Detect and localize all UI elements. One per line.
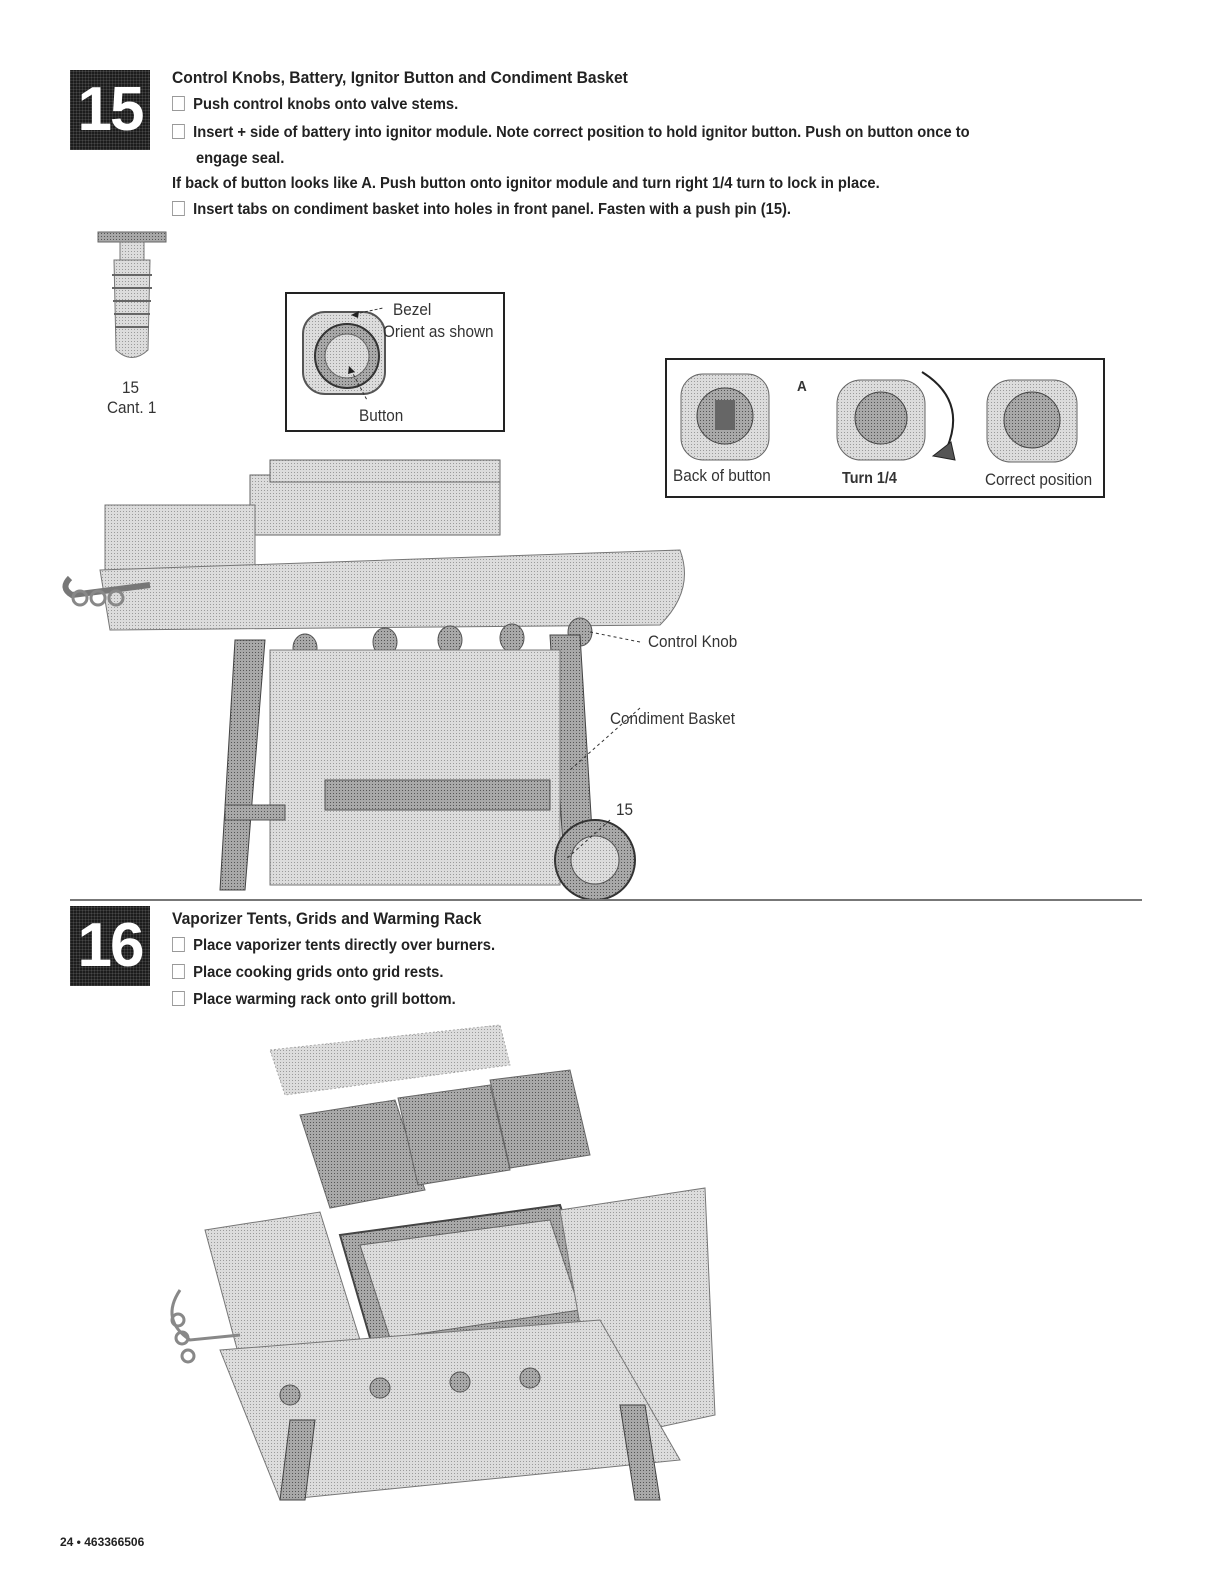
cooking-grid [299, 1099, 426, 1209]
back-of-button-label: Back of button [673, 466, 771, 485]
button-inset: A Back of button Turn 1/4 Correct positi… [665, 358, 1105, 498]
checkbox-icon[interactable] [172, 964, 185, 979]
turn-label: Turn 1/4 [842, 470, 897, 487]
step-15-instruction-2: Insert + side of battery into ignitor mo… [172, 124, 970, 142]
grill-front-illustration [62, 459, 685, 901]
bezel-label: Bezel [393, 300, 432, 319]
step-15-title: Control Knobs, Battery, Ignitor Button a… [172, 68, 628, 87]
step-15-badge: 15 [70, 70, 150, 150]
part-15-quantity: Cant. 1 [107, 398, 157, 417]
marker-a: A [797, 378, 807, 395]
step-16-instruction-1: Place vaporizer tents directly over burn… [172, 937, 495, 955]
condiment-basket-label: Condiment Basket [610, 709, 736, 728]
step-15-instruction-3: Insert tabs on condiment basket into hol… [172, 201, 791, 219]
pin-15-label: 15 [616, 800, 634, 819]
part-15-number: 15 [122, 378, 140, 397]
step-16-instruction-2: Place cooking grids onto grid rests. [172, 964, 443, 982]
correct-position-label: Correct position [985, 470, 1093, 489]
button-diagram [680, 371, 1078, 463]
step-16-number: 16 [77, 911, 145, 980]
button-label: Button [359, 406, 404, 425]
step-15-number: 15 [77, 75, 145, 144]
step-16-badge: 16 [70, 906, 150, 986]
checkbox-icon[interactable] [172, 201, 185, 216]
step-15-instruction-1: Push control knobs onto valve stems. [172, 96, 458, 114]
control-knob-label: Control Knob [648, 632, 738, 651]
cooking-grid [489, 1069, 591, 1169]
section-divider [70, 899, 1142, 901]
checkbox-icon[interactable] [172, 991, 185, 1006]
step-15-note: If back of button looks like A. Push but… [172, 175, 880, 192]
checkbox-icon[interactable] [172, 96, 185, 111]
leader-lines [348, 307, 384, 401]
push-pin-icon [97, 231, 167, 358]
page-footer: 24 • 463366506 [60, 1535, 145, 1549]
orient-label: Orient as shown [383, 322, 494, 341]
warming-rack [269, 1024, 511, 1096]
grill-exploded-illustration [170, 1024, 716, 1501]
checkbox-icon[interactable] [172, 124, 185, 139]
checkbox-icon[interactable] [172, 937, 185, 952]
bezel-icon [302, 311, 386, 395]
bezel-inset: Bezel Orient as shown Button [285, 292, 505, 432]
cooking-grid [397, 1084, 511, 1186]
step-15-instruction-2-cont: engage seal. [196, 150, 285, 167]
step-16-instruction-3: Place warming rack onto grill bottom. [172, 991, 456, 1009]
step-16-title: Vaporizer Tents, Grids and Warming Rack [172, 909, 482, 928]
